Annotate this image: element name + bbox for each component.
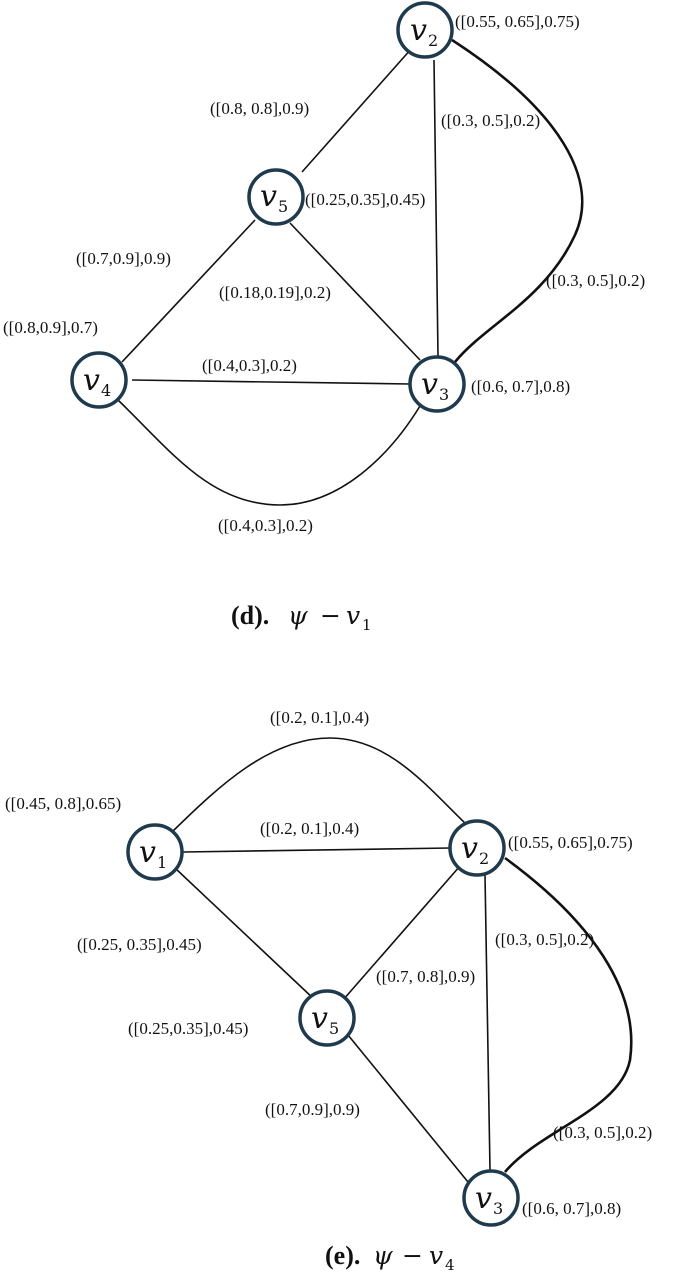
edge-label-d-v5-v3: ([0.18,0.19],0.2)	[219, 283, 331, 302]
edge-d-v4-v3	[131, 379, 411, 385]
node-label-d-v2: ([0.55, 0.65],0.75)	[455, 12, 580, 31]
edge-e-v2-v3-curved	[504, 856, 633, 1173]
node-d-v5-letter: v	[260, 179, 277, 214]
edge-d-v2-v5	[301, 47, 413, 173]
caption-e: (e). ψ − v 4	[325, 1241, 455, 1274]
node-label-e-v1: ([0.45, 0.8],0.65)	[5, 794, 121, 813]
caption-d-index: 1	[362, 616, 372, 634]
edge-d-v2-v3-curved	[451, 38, 584, 363]
edge-label-d-v2-v3-curved: ([0.3, 0.5],0.2)	[546, 271, 645, 290]
edge-label-e-v5-v2: ([0.7, 0.8],0.9)	[376, 967, 475, 986]
edge-label-d-v2-v5: ([0.8, 0.8],0.9)	[210, 99, 309, 118]
node-label-d-v4: ([0.8,0.9],0.7)	[3, 318, 98, 337]
node-label-e-v2: ([0.55, 0.65],0.75)	[508, 833, 633, 852]
figure-d: ([0.8, 0.8],0.9) ([0.3, 0.5],0.2) ([0.3,…	[3, 1, 645, 634]
node-d-v4-letter: v	[83, 363, 100, 398]
edge-label-e-v2-v3-curved: ([0.3, 0.5],0.2)	[553, 1123, 652, 1142]
edge-label-e-v1-v5: ([0.25, 0.35],0.45)	[77, 935, 202, 954]
edge-label-d-v2-v3: ([0.3, 0.5],0.2)	[441, 111, 540, 130]
edge-label-e-v5-v3: ([0.7,0.9],0.9)	[265, 1100, 360, 1119]
node-d-v4: v 4	[70, 351, 128, 409]
node-e-v5-index: 5	[329, 1019, 339, 1038]
caption-e-prefix: (e).	[325, 1241, 360, 1270]
edge-label-e-v1-v2: ([0.2, 0.1],0.4)	[260, 819, 359, 838]
node-d-v3: v 3	[408, 355, 466, 413]
node-d-v2-index: 2	[428, 31, 438, 50]
figure-e: ([0.2, 0.1],0.4) ([0.2, 0.1],0.4) ([0.25…	[5, 708, 652, 1274]
node-e-v5: v 5	[298, 989, 356, 1047]
node-e-v2-index: 2	[479, 849, 489, 868]
node-label-e-v5: ([0.25,0.35],0.45)	[128, 1019, 248, 1038]
node-d-v5-index: 5	[278, 197, 288, 216]
edge-e-v1-v5	[174, 867, 316, 1001]
edge-e-v5-v2	[342, 865, 461, 1001]
node-e-v2-letter: v	[461, 831, 478, 866]
node-d-v3-index: 3	[439, 385, 449, 404]
node-e-v3: v 3	[462, 1169, 520, 1227]
edge-label-d-v4-v3: ([0.4,0.3],0.2)	[202, 356, 297, 375]
node-d-v2-letter: v	[410, 13, 427, 48]
node-e-v3-index: 3	[493, 1199, 503, 1218]
edge-e-v1-v2-curved	[171, 737, 469, 833]
node-d-v4-index: 4	[101, 381, 111, 400]
caption-e-minus: −	[402, 1241, 423, 1270]
caption-d-prefix: (d).	[231, 601, 269, 630]
node-e-v5-letter: v	[311, 1001, 328, 1036]
node-d-v5: v 5	[247, 168, 305, 226]
node-e-v1-letter: v	[139, 835, 156, 870]
node-e-v3-letter: v	[475, 1181, 492, 1216]
edge-d-v2-v3	[433, 59, 439, 357]
node-label-e-v3: ([0.6, 0.7],0.8)	[522, 1199, 621, 1218]
node-e-v2: v 2	[448, 819, 506, 877]
node-e-v1-index: 1	[157, 853, 167, 872]
caption-d: (d). ψ − v 1	[231, 601, 372, 634]
edge-d-v5-v4	[121, 219, 256, 363]
caption-d-symbol: ψ	[288, 601, 308, 630]
node-d-v2: v 2	[396, 1, 454, 59]
caption-d-minus: −	[320, 601, 341, 630]
node-e-v1: v 1	[126, 823, 184, 881]
caption-d-letter: v	[346, 601, 360, 630]
edge-d-v5-v3	[289, 222, 421, 361]
edge-e-v2-v3	[484, 874, 491, 1171]
node-label-d-v5: ([0.25,0.35],0.45)	[305, 190, 425, 209]
edge-label-d-v5-v4: ([0.7,0.9],0.9)	[76, 249, 171, 268]
node-label-d-v3: ([0.6, 0.7],0.8)	[471, 377, 570, 396]
edge-label-e-v1-v2-curved: ([0.2, 0.1],0.4)	[270, 708, 369, 727]
edge-d-v4-v3-curved	[117, 399, 421, 506]
edge-e-v5-v3	[347, 1034, 469, 1183]
caption-e-symbol: ψ	[373, 1241, 393, 1270]
edge-label-e-v2-v3: ([0.3, 0.5],0.2)	[495, 930, 594, 949]
edge-e-v1-v2	[182, 847, 451, 853]
edge-label-d-v4-v3-curved: ([0.4,0.3],0.2)	[218, 516, 313, 535]
caption-e-index: 4	[445, 1256, 455, 1274]
node-d-v3-letter: v	[421, 367, 438, 402]
caption-e-letter: v	[429, 1241, 443, 1270]
